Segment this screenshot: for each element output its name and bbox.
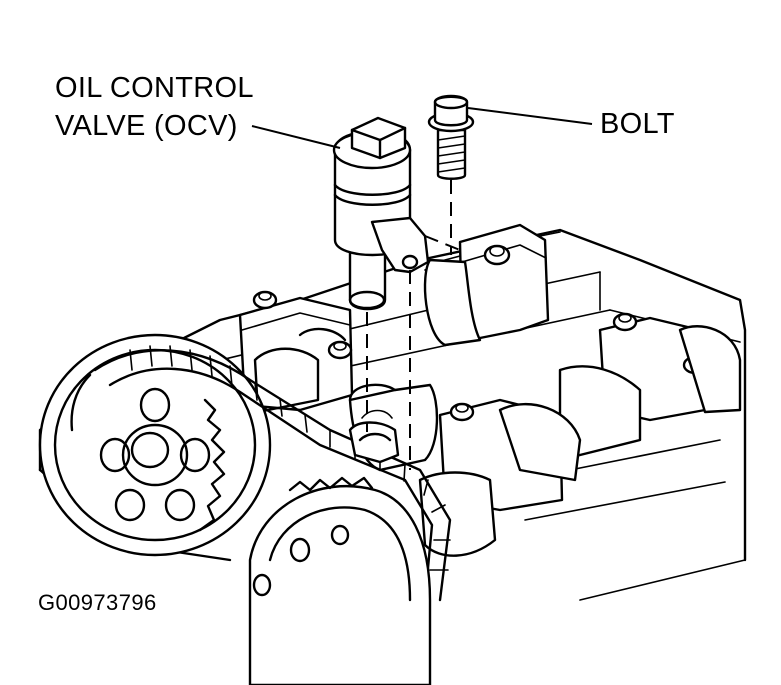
figure-id: G00973796 <box>38 590 157 615</box>
right-camshaft <box>418 312 742 557</box>
leader-lines <box>251 107 593 149</box>
bolt-label: BOLT <box>600 108 675 140</box>
oil-control-valve <box>332 116 430 311</box>
install-guides <box>366 180 461 470</box>
bolt <box>427 94 475 180</box>
ocv-label-line2: VALVE (OCV) <box>55 110 238 142</box>
rear-cam-cap <box>423 223 550 347</box>
camshaft-sprocket <box>38 333 272 557</box>
ocv-label-line1: OIL CONTROL <box>55 72 254 104</box>
ocv-bore <box>348 421 400 464</box>
exhaust-sprocket <box>248 476 432 685</box>
